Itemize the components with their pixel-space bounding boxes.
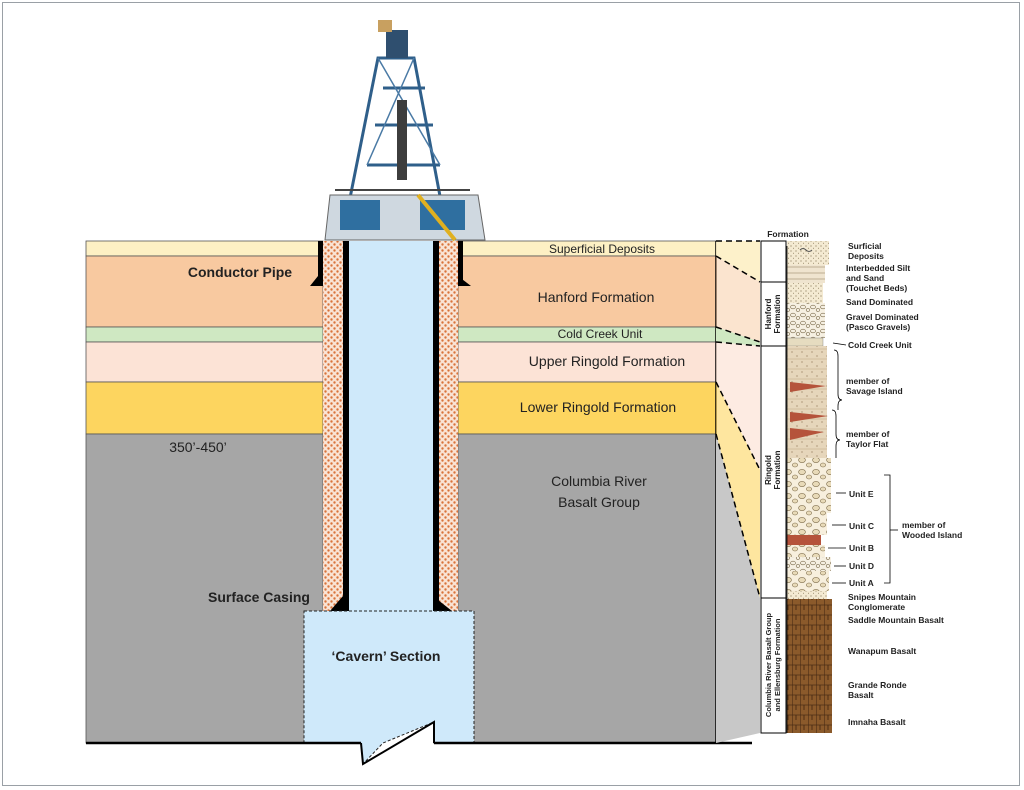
unit-c: Unit C bbox=[849, 521, 874, 531]
unit-savage-1: member of bbox=[846, 376, 890, 386]
unit-surficial-1: Surficial bbox=[848, 241, 882, 251]
unit-taylor-1: member of bbox=[846, 429, 890, 439]
unit-snipes-1: Snipes Mountain bbox=[848, 592, 916, 602]
unit-silt-2: and Sand bbox=[846, 273, 884, 283]
depth-label: 350’-450’ bbox=[169, 439, 227, 455]
well-bore bbox=[349, 241, 433, 613]
group-crbg-1: Columbia River Basalt Group bbox=[764, 612, 773, 717]
layer-hanford-left bbox=[85, 255, 324, 328]
casing-shoe-left bbox=[330, 596, 349, 611]
crbg-label-line2: Basalt Group bbox=[558, 494, 640, 510]
unit-savage-2: Savage Island bbox=[846, 386, 903, 396]
grout-right bbox=[439, 241, 458, 611]
cold-creek-unit-label: Cold Creek Unit bbox=[558, 327, 643, 341]
correlation-bands bbox=[716, 241, 760, 743]
upper-ringold-label: Upper Ringold Formation bbox=[529, 353, 685, 369]
unit-cold-creek: Cold Creek Unit bbox=[848, 340, 912, 350]
unit-gravel-1: Gravel Dominated bbox=[846, 312, 919, 322]
group-hanford-1: Hanford bbox=[764, 299, 773, 330]
conductor-shoe-right bbox=[458, 276, 471, 286]
unit-grande-1: Grande Ronde bbox=[848, 680, 907, 690]
cavern-section-label: ‘Cavern’ Section bbox=[332, 648, 441, 664]
cavern-section bbox=[303, 610, 475, 766]
lithology-column bbox=[786, 241, 832, 733]
lower-ringold-label: Lower Ringold Formation bbox=[520, 399, 676, 415]
layer-lower-ringold-left bbox=[85, 381, 324, 435]
crbg-label-line1: Columbia River bbox=[551, 473, 647, 489]
unit-sand-dominated: Sand Dominated bbox=[846, 297, 913, 307]
group-hanford-2: Formation bbox=[773, 294, 782, 333]
column-header: Formation bbox=[767, 229, 809, 239]
cavern-break-line bbox=[360, 720, 435, 766]
layer-superficial-left bbox=[85, 240, 324, 257]
unit-gravel-2: (Pasco Gravels) bbox=[846, 322, 910, 332]
unit-taylor-2: Taylor Flat bbox=[846, 439, 889, 449]
conductor-pipe-right bbox=[458, 241, 463, 286]
column-group-box bbox=[760, 240, 787, 734]
unit-snipes-2: Conglomerate bbox=[848, 602, 905, 612]
group-ringold-2: Formation bbox=[773, 450, 782, 489]
unit-surficial-2: Deposits bbox=[848, 251, 884, 261]
grout-left bbox=[323, 241, 343, 611]
conductor-shoe-left bbox=[310, 276, 323, 286]
unit-a: Unit A bbox=[849, 578, 874, 588]
unit-d: Unit D bbox=[849, 561, 874, 571]
layer-upper-ringold-left bbox=[85, 341, 324, 383]
superficial-deposits-label: Superficial Deposits bbox=[549, 242, 655, 256]
unit-wanapum: Wanapum Basalt bbox=[848, 646, 916, 656]
layer-hanford-right bbox=[457, 255, 717, 328]
surface-casing-right bbox=[433, 241, 439, 611]
unit-saddle: Saddle Mountain Basalt bbox=[848, 615, 944, 625]
column-brackets bbox=[828, 342, 898, 584]
layer-basalt-right bbox=[457, 433, 717, 744]
unit-grande-2: Basalt bbox=[848, 690, 874, 700]
group-crbg-2: and Ellensburg Formation bbox=[773, 618, 782, 711]
casing-shoe-right bbox=[433, 596, 452, 611]
hanford-formation-label: Hanford Formation bbox=[538, 289, 655, 305]
unit-e: Unit E bbox=[849, 489, 874, 499]
conductor-pipe-label: Conductor Pipe bbox=[188, 264, 292, 280]
surface-casing-left bbox=[343, 241, 349, 611]
layer-basalt-left bbox=[85, 433, 324, 744]
unit-b: Unit B bbox=[849, 543, 874, 553]
group-ringold-1: Ringold bbox=[764, 455, 773, 485]
conductor-pipe-left bbox=[318, 241, 323, 286]
unit-wooded-1: member of bbox=[902, 520, 946, 530]
surface-casing-label: Surface Casing bbox=[208, 589, 310, 605]
unit-imnaha: Imnaha Basalt bbox=[848, 717, 906, 727]
unit-silt-3: (Touchet Beds) bbox=[846, 283, 907, 293]
unit-silt-1: Interbedded Silt bbox=[846, 263, 910, 273]
correlation-dashed-lines bbox=[715, 240, 761, 599]
unit-wooded-2: Wooded Island bbox=[902, 530, 962, 540]
drilling-rig-icon bbox=[324, 20, 486, 242]
layer-cold-creek-left bbox=[85, 326, 324, 343]
